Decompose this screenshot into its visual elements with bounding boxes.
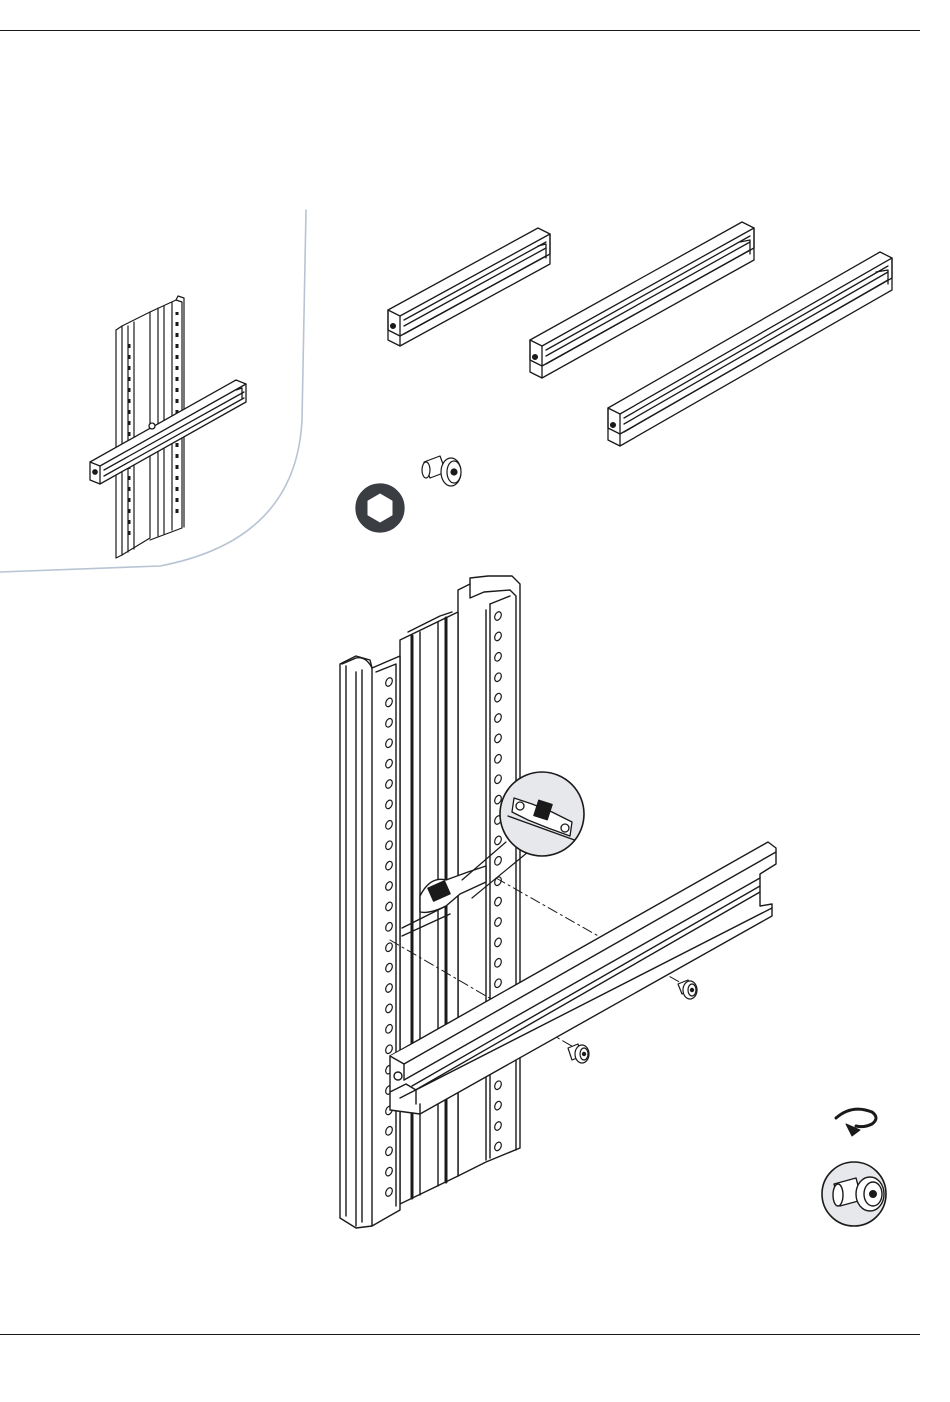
- t-nut-detail: [500, 772, 584, 856]
- overview-crossbar: [90, 380, 246, 484]
- main-assembly: [340, 576, 776, 1228]
- overview-boundary: [0, 210, 306, 572]
- parts-panel: [356, 222, 892, 532]
- flange-screw: [422, 456, 461, 486]
- screw-lower: [568, 1044, 589, 1063]
- rotate-clockwise-icon: [836, 1109, 876, 1136]
- screw-detail-icon: [822, 1162, 886, 1226]
- short-crossbar: [388, 228, 550, 346]
- overview-panel: [0, 210, 306, 572]
- screw-upper: [678, 980, 697, 999]
- hex-key-icon: [356, 484, 404, 532]
